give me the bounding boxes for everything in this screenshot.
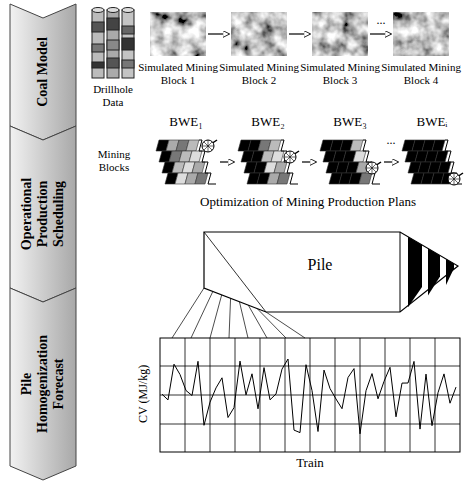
drillhole-cylinders xyxy=(92,8,134,79)
simulated-block-image xyxy=(231,12,287,56)
pile-stripe xyxy=(446,259,454,285)
bench-face xyxy=(445,140,462,184)
stage-chevron: Pile Homogenization Forecast xyxy=(10,288,76,480)
bucket-wheel xyxy=(366,162,378,174)
fan-line xyxy=(239,302,248,338)
wheel-spoke xyxy=(204,142,212,150)
bwe-plan: BWE₃ xyxy=(318,134,382,190)
block-model: Simulated Mining Block 2 xyxy=(231,12,287,56)
bench-cell xyxy=(432,140,445,151)
chevron-outline xyxy=(10,4,76,140)
bench-cell xyxy=(350,140,363,151)
bench-cell xyxy=(192,162,205,173)
grid-line xyxy=(160,366,460,367)
bench-face xyxy=(199,140,216,184)
flow-arrow xyxy=(220,161,234,162)
wheel-spoke xyxy=(286,153,294,161)
stage-label: Operational Production Scheduling xyxy=(19,154,67,274)
bucket-wheel-bench xyxy=(400,134,464,190)
bench-cell xyxy=(268,140,281,151)
fan-line xyxy=(210,295,222,338)
bwe-label: BWE₂ xyxy=(238,115,298,130)
bench-cell xyxy=(274,162,287,173)
bench-cell xyxy=(438,162,451,173)
flow-arrow xyxy=(302,161,316,162)
bench-cell xyxy=(435,151,448,162)
pile-stripe xyxy=(408,237,422,308)
annotation: Mining Blocks xyxy=(82,148,146,173)
bwe-label: BWE₁ xyxy=(156,115,216,130)
pile-edge xyxy=(204,232,266,312)
ellipsis: ... xyxy=(381,134,401,146)
grid-line xyxy=(160,395,460,396)
pile-stripe xyxy=(428,248,440,295)
bench-cell xyxy=(271,151,284,162)
fan-line xyxy=(257,309,286,338)
block-texture xyxy=(312,12,368,56)
stage-chevron: Coal Model xyxy=(10,4,76,140)
block-texture xyxy=(393,12,449,56)
bench-face xyxy=(363,140,380,184)
pile-outline xyxy=(204,232,458,312)
stage-label: Coal Model xyxy=(35,22,51,122)
block-label: Simulated Mining Block 3 xyxy=(300,61,380,86)
fan-line xyxy=(266,312,305,338)
block-texture xyxy=(231,12,287,56)
bench-cell xyxy=(359,173,372,184)
chevron-outline xyxy=(10,126,76,302)
annotation: Train xyxy=(260,456,360,471)
block-label: Simulated Mining Block 1 xyxy=(138,61,218,86)
stage-label: Pile Homogenization Forecast xyxy=(19,322,67,446)
annotation: CV (MJ/kg) xyxy=(137,339,151,449)
bench-cell xyxy=(353,151,366,162)
pile-label: Pile xyxy=(280,256,360,274)
annotation: Optimization of Mining Production Plans xyxy=(150,195,466,210)
bench-cell xyxy=(189,151,202,162)
annotation: Drillhole Data xyxy=(84,83,142,108)
stockpile: Pile xyxy=(196,226,464,318)
block-label: Simulated Mining Block 4 xyxy=(381,61,461,86)
pile-edge xyxy=(400,232,401,312)
simulated-block-image xyxy=(150,12,206,56)
bwe-plan: BWE₂ xyxy=(236,134,300,190)
bucket-wheel xyxy=(448,173,460,185)
simulated-block-image xyxy=(312,12,368,56)
wheel-spoke xyxy=(450,175,458,183)
bench-cell xyxy=(195,173,208,184)
fan-line xyxy=(229,298,231,338)
stage-chevron: Operational Production Scheduling xyxy=(10,126,76,302)
bench-cell xyxy=(186,140,199,151)
bucket-wheel-bench xyxy=(154,134,218,190)
bucket-wheel-bench xyxy=(236,134,300,190)
flow-arrow xyxy=(370,33,391,34)
cv-chart xyxy=(160,338,460,452)
flow-arrow xyxy=(208,33,229,34)
bwe-label: BWEᵢ xyxy=(402,115,462,130)
fan-line xyxy=(191,291,213,338)
ellipsis: ... xyxy=(369,14,393,26)
block-model: Simulated Mining Block 3 xyxy=(312,12,368,56)
bench-cell xyxy=(277,173,290,184)
chevron-outline xyxy=(10,288,76,480)
flow-arrow xyxy=(384,161,398,162)
block-model: Simulated Mining Block 1 xyxy=(150,12,206,56)
bench-face xyxy=(281,140,298,184)
bwe-plan: BWE₁ xyxy=(154,134,218,190)
simulated-block-image xyxy=(393,12,449,56)
bucket-wheel-bench xyxy=(318,134,382,190)
bucket-wheel xyxy=(202,140,214,152)
block-model: Simulated Mining Block 4 xyxy=(393,12,449,56)
fan-line xyxy=(172,288,204,338)
block-label: Simulated Mining Block 2 xyxy=(219,61,299,86)
bucket-wheel xyxy=(284,151,296,163)
flow-arrow xyxy=(289,33,310,34)
block-texture xyxy=(150,12,206,56)
grid-line xyxy=(160,424,460,425)
bwe-label: BWE₃ xyxy=(320,115,380,130)
bwe-plan: BWEᵢ xyxy=(400,134,464,190)
wheel-spoke xyxy=(368,164,376,172)
